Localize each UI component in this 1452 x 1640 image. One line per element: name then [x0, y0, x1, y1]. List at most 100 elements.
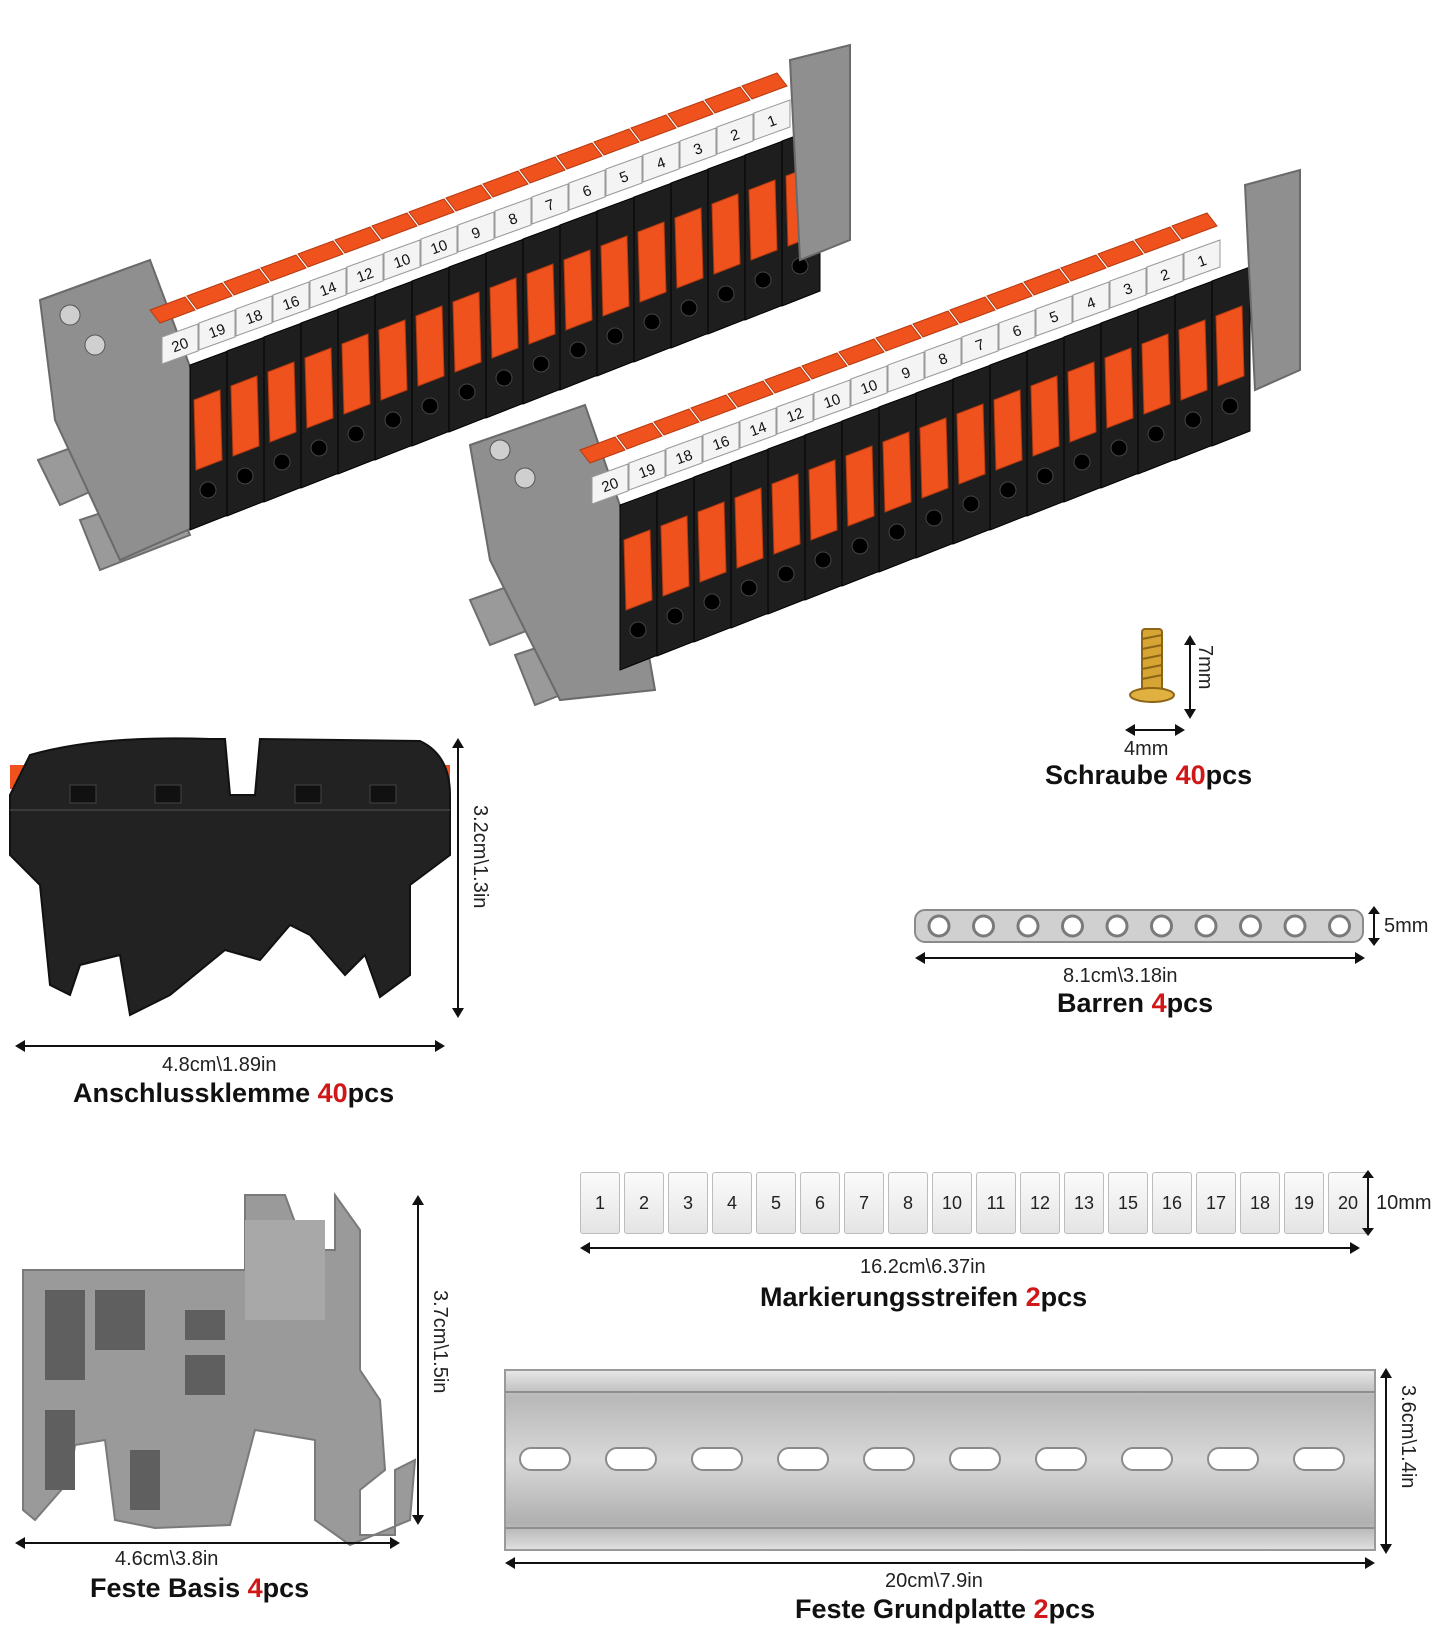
screw-illustration — [1129, 628, 1175, 703]
terminal-clamp-width-arrow — [15, 1040, 445, 1052]
marker-tile: 2 — [624, 1172, 664, 1234]
marker-tile: 3 — [668, 1172, 708, 1234]
block-marker-number: 20 — [599, 475, 620, 497]
end-bracket-width-dim: 4.6cm\3.8in — [115, 1548, 219, 1570]
block-marker — [198, 309, 236, 351]
block-marker — [1146, 253, 1184, 295]
marker-strip-height-dim: 10mm — [1376, 1192, 1432, 1214]
terminal-block-unit: 4 — [630, 114, 710, 349]
terminal-block-unit: 19 — [616, 422, 696, 657]
screw-width-arrow — [1125, 724, 1185, 736]
caption-anschlussklemme: Anschlussklemme 40pcs — [73, 1078, 395, 1108]
block-marker — [739, 407, 777, 449]
block-marker — [1183, 239, 1221, 281]
block-marker — [716, 113, 754, 155]
block-marker — [679, 127, 717, 169]
block-marker — [457, 211, 495, 253]
end-bracket-right-1 — [788, 43, 851, 262]
block-marker-number: 18 — [673, 447, 694, 469]
end-bracket-right-2 — [1243, 168, 1301, 392]
rail-slot — [605, 1447, 657, 1471]
busbar-height-arrow — [1368, 906, 1380, 946]
block-marker — [998, 309, 1036, 351]
marker-tile: 19 — [1284, 1172, 1324, 1234]
block-marker-number: 10 — [428, 237, 449, 259]
marker-tile: 17 — [1196, 1172, 1236, 1234]
block-marker — [605, 155, 643, 197]
marker-strip-height-arrow — [1362, 1170, 1374, 1236]
block-marker — [1035, 295, 1073, 337]
marker-tile: 12 — [1020, 1172, 1060, 1234]
terminal-block-unit: 6 — [556, 142, 636, 377]
block-marker-number: 14 — [317, 279, 338, 301]
block-marker — [1109, 267, 1147, 309]
screw-height-dim: 7mm — [1194, 645, 1216, 690]
block-marker-number: 20 — [169, 335, 190, 357]
block-marker-number: 14 — [747, 419, 768, 441]
busbar-hole — [1239, 914, 1262, 938]
terminal-block-unit: 2 — [704, 86, 784, 321]
marker-tile: 10 — [932, 1172, 972, 1234]
marker-tile: 11 — [976, 1172, 1016, 1234]
terminal-block-unit: 9 — [445, 184, 525, 419]
rail-slot — [519, 1447, 571, 1471]
marker-tile: 20 — [1328, 1172, 1368, 1234]
terminal-clamp-height-arrow — [452, 738, 464, 1018]
marker-tile: 16 — [1152, 1172, 1192, 1234]
din-rail-height-dim: 3.6cm\1.4in — [1397, 1385, 1419, 1489]
terminal-block-unit: 10 — [408, 198, 488, 433]
busbar-height-dim: 5mm — [1384, 915, 1429, 937]
terminal-block-unit: 18 — [653, 408, 733, 643]
busbar-length-arrow — [915, 952, 1365, 964]
terminal-block-unit: 20 — [579, 436, 659, 671]
block-marker-number: 19 — [636, 461, 657, 483]
marker-tile: 6 — [800, 1172, 840, 1234]
terminal-block-unit: 6 — [986, 282, 1066, 517]
marker-strip-length-dim: 16.2cm\6.37in — [860, 1256, 986, 1278]
terminal-block-unit: 18 — [223, 268, 303, 503]
end-bracket-width-arrow — [15, 1537, 400, 1549]
block-marker — [161, 323, 199, 365]
terminal-block-unit: 5 — [1023, 268, 1103, 503]
block-marker — [850, 365, 888, 407]
block-marker — [753, 99, 791, 141]
busbar-hole — [1016, 914, 1040, 938]
block-marker-number: 18 — [243, 307, 264, 329]
busbar-hole — [1150, 914, 1173, 938]
terminal-block-unit: 20 — [149, 296, 229, 531]
rail-slot — [863, 1447, 915, 1471]
block-marker — [420, 225, 458, 267]
block-marker-number: 19 — [206, 321, 227, 343]
rail-slot — [777, 1447, 829, 1471]
block-marker-number: 16 — [280, 293, 301, 315]
marker-tile: 7 — [844, 1172, 884, 1234]
marker-strip-length-arrow — [580, 1242, 1360, 1254]
terminal-clamp-height-dim: 3.2cm\1.3in — [469, 805, 491, 909]
block-marker — [887, 351, 925, 393]
block-marker-number: 10 — [858, 377, 879, 399]
block-marker — [776, 393, 814, 435]
block-marker — [568, 169, 606, 211]
terminal-block-unit: 10 — [371, 212, 451, 447]
busbar-hole — [1283, 914, 1307, 938]
terminal-block-unit: 8 — [912, 310, 992, 545]
block-marker — [309, 267, 347, 309]
marker-tile: 8 — [888, 1172, 928, 1234]
busbar-hole — [1328, 914, 1351, 938]
block-marker — [272, 281, 310, 323]
block-marker — [665, 435, 703, 477]
block-marker — [494, 197, 532, 239]
terminal-block-unit: 14 — [297, 240, 377, 475]
terminal-block-unit: 9 — [875, 324, 955, 559]
block-marker — [591, 463, 629, 505]
marker-tile: 5 — [756, 1172, 796, 1234]
marker-tile: 4 — [712, 1172, 752, 1234]
end-bracket-illustration — [22, 1191, 417, 1547]
block-marker — [383, 239, 421, 281]
terminal-block-unit: 10 — [801, 352, 881, 587]
block-marker — [702, 421, 740, 463]
rail-slot — [1293, 1447, 1345, 1471]
caption-barren: Barren 4pcs — [1057, 988, 1214, 1018]
